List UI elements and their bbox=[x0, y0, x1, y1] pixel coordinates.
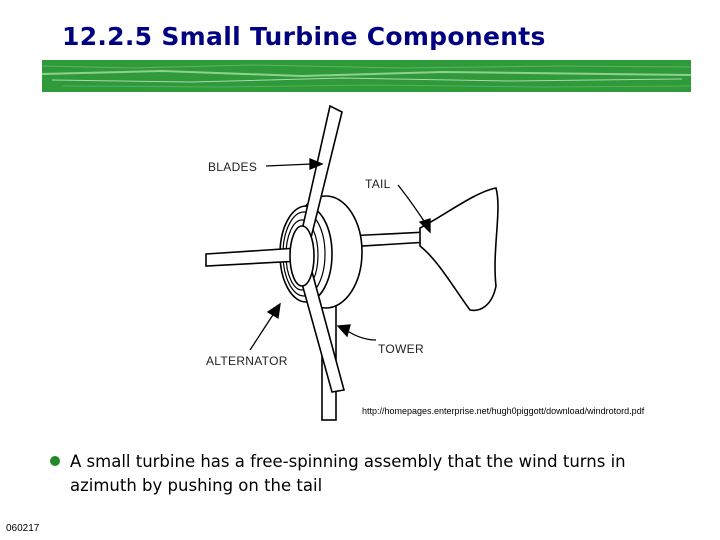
label-arrows bbox=[249, 158, 431, 351]
title-underline-bar bbox=[42, 60, 691, 92]
turbine-diagram bbox=[205, 104, 499, 421]
slide-title: 12.2.5 Small Turbine Components bbox=[62, 22, 546, 51]
slide-id: 060217 bbox=[6, 523, 40, 534]
tail-fin bbox=[419, 187, 499, 312]
label-tower: TOWER bbox=[378, 342, 424, 356]
label-alternator: ALTERNATOR bbox=[206, 354, 288, 368]
bullet-text: A small turbine has a free-spinning asse… bbox=[70, 452, 626, 495]
rotor-hub bbox=[289, 225, 315, 287]
bullet-dot bbox=[50, 456, 60, 466]
label-tail: TAIL bbox=[365, 177, 391, 191]
source-credit: http://homepages.enterprise.net/hugh0pig… bbox=[362, 406, 645, 416]
label-blades: BLADES bbox=[208, 160, 258, 174]
